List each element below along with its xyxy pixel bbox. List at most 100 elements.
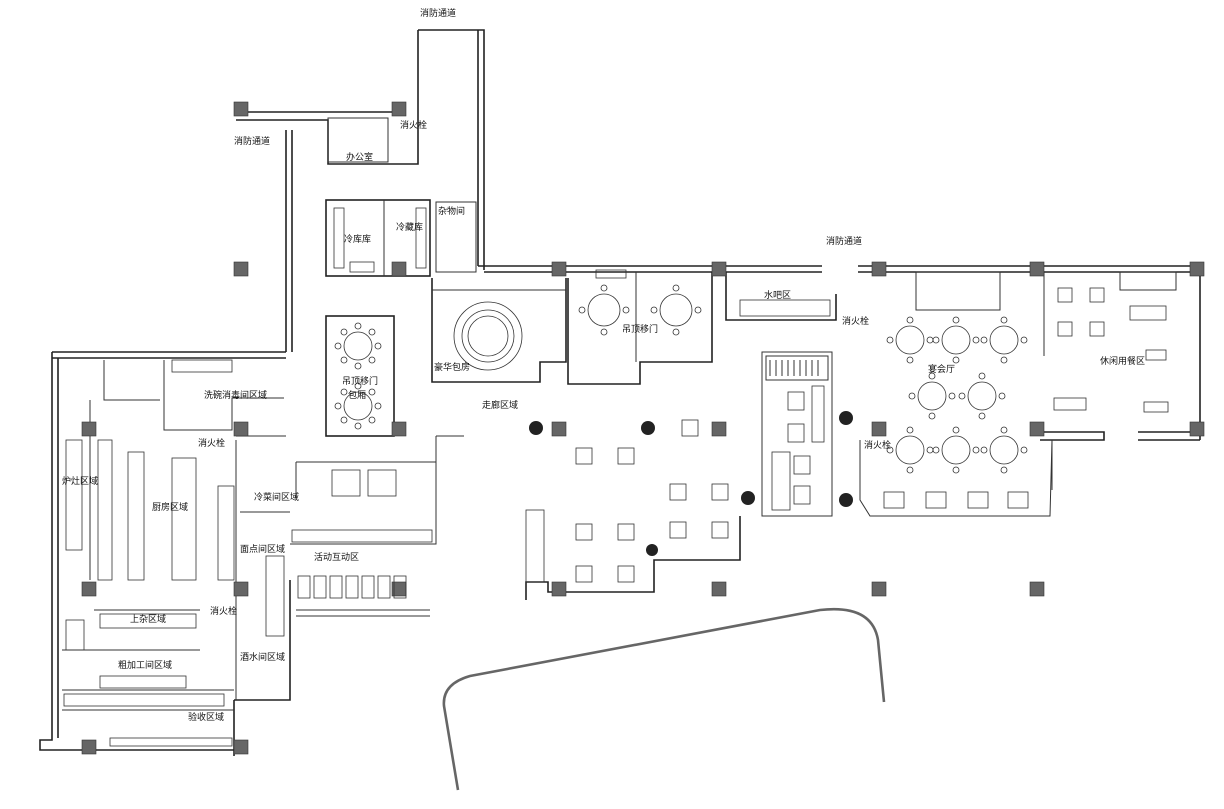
label-drink-prep: 酒水间区域 bbox=[240, 651, 285, 663]
square-table bbox=[617, 565, 635, 583]
round-tables bbox=[334, 284, 1028, 474]
label-cold-storage-2: 冷藏库 bbox=[396, 221, 423, 233]
plant-icon bbox=[529, 421, 543, 435]
label-hydrant-right: 消火栓 bbox=[864, 439, 891, 451]
column bbox=[391, 421, 407, 437]
round-table bbox=[334, 382, 382, 430]
column bbox=[81, 739, 97, 755]
column bbox=[871, 421, 887, 437]
column bbox=[233, 101, 249, 117]
column bbox=[1189, 261, 1205, 277]
label-pastry: 面点间区域 bbox=[240, 543, 285, 555]
column bbox=[391, 101, 407, 117]
column bbox=[233, 581, 249, 597]
label-prep: 上杂区域 bbox=[130, 613, 166, 625]
round-table bbox=[980, 316, 1028, 364]
square-table bbox=[711, 521, 729, 539]
label-sundries: 杂物间 bbox=[438, 205, 465, 217]
round-table bbox=[886, 426, 934, 474]
square-table bbox=[1089, 321, 1105, 337]
label-dishwash: 洗碗消毒间区域 bbox=[204, 389, 267, 401]
buffet-seat bbox=[329, 575, 343, 599]
square-table bbox=[669, 483, 687, 501]
partitions bbox=[62, 117, 1177, 711]
square-table bbox=[1007, 491, 1029, 509]
label-banquet-hall: 宴会厅 bbox=[928, 363, 955, 375]
square-table bbox=[1057, 321, 1073, 337]
label-buffet-area: 活动互动区 bbox=[314, 551, 359, 563]
label-main-kitchen: 厨房区域 bbox=[152, 501, 188, 513]
label-casual-dining: 休闲用餐区 bbox=[1100, 355, 1145, 367]
square-table bbox=[793, 455, 811, 475]
column bbox=[871, 581, 887, 597]
square-table bbox=[1145, 349, 1167, 361]
columns bbox=[81, 101, 1205, 755]
buffet-seat bbox=[361, 575, 375, 599]
square-table bbox=[883, 491, 905, 509]
round-table bbox=[958, 372, 1006, 420]
square-table bbox=[1057, 287, 1073, 303]
square-table bbox=[711, 483, 729, 501]
square-table bbox=[575, 523, 593, 541]
label-rough-process: 粗加工间区域 bbox=[118, 659, 172, 671]
round-table bbox=[334, 322, 382, 370]
column bbox=[871, 261, 887, 277]
label-receiving: 验收区域 bbox=[188, 711, 224, 723]
column bbox=[711, 421, 727, 437]
buffet-seat bbox=[345, 575, 359, 599]
round-table bbox=[650, 284, 702, 336]
column bbox=[233, 739, 249, 755]
plant-icon bbox=[839, 411, 853, 425]
label-private-room-door-2: 吊顶移门 bbox=[622, 323, 658, 335]
large-round-table bbox=[453, 301, 523, 371]
square-table bbox=[793, 485, 811, 505]
round-table bbox=[932, 426, 980, 474]
square-table bbox=[967, 491, 989, 509]
column bbox=[1189, 421, 1205, 437]
column bbox=[711, 581, 727, 597]
plant-icon bbox=[741, 491, 755, 505]
square-table bbox=[787, 391, 805, 411]
square-table bbox=[575, 447, 593, 465]
label-hydrant-kitchen: 消火栓 bbox=[198, 437, 225, 449]
column bbox=[81, 421, 97, 437]
column bbox=[1029, 421, 1045, 437]
plant-icon bbox=[839, 493, 853, 507]
buffet-seat bbox=[393, 575, 407, 599]
kitchen-equipment bbox=[63, 207, 831, 747]
column bbox=[711, 261, 727, 277]
buffet-seat bbox=[313, 575, 327, 599]
round-table bbox=[932, 316, 980, 364]
label-corridor: 走廊区域 bbox=[482, 399, 518, 411]
square-table bbox=[1143, 401, 1169, 413]
plants bbox=[529, 411, 853, 556]
round-table bbox=[578, 284, 630, 336]
column bbox=[551, 581, 567, 597]
square-table bbox=[1089, 287, 1105, 303]
label-hydrant-kitchen-2: 消火栓 bbox=[210, 605, 237, 617]
square-table bbox=[681, 419, 699, 437]
column bbox=[551, 261, 567, 277]
square-table bbox=[1129, 305, 1167, 321]
column bbox=[81, 581, 97, 597]
column bbox=[1029, 581, 1045, 597]
square-table bbox=[1053, 397, 1087, 411]
plant-icon bbox=[641, 421, 655, 435]
column bbox=[233, 421, 249, 437]
label-cold-dish: 冷菜间区域 bbox=[254, 491, 299, 503]
column bbox=[1029, 261, 1045, 277]
label-fire-lane-mid: 消防通道 bbox=[826, 235, 862, 247]
buffet-seat bbox=[377, 575, 391, 599]
round-table bbox=[980, 426, 1028, 474]
square-table bbox=[617, 523, 635, 541]
square-table bbox=[925, 491, 947, 509]
label-water-bar: 水吧区 bbox=[764, 289, 791, 301]
room-labels: 消防通道 消防通道 办公室 消火栓 冷库库 冷藏库 杂物间 消防通道 吊顶移门 … bbox=[62, 7, 1145, 723]
column bbox=[391, 261, 407, 277]
label-fire-lane-top: 消防通道 bbox=[420, 7, 456, 19]
plant-icon bbox=[646, 544, 658, 556]
column bbox=[551, 421, 567, 437]
label-private-room-mid: 包厢 bbox=[348, 389, 366, 401]
square-table bbox=[575, 565, 593, 583]
